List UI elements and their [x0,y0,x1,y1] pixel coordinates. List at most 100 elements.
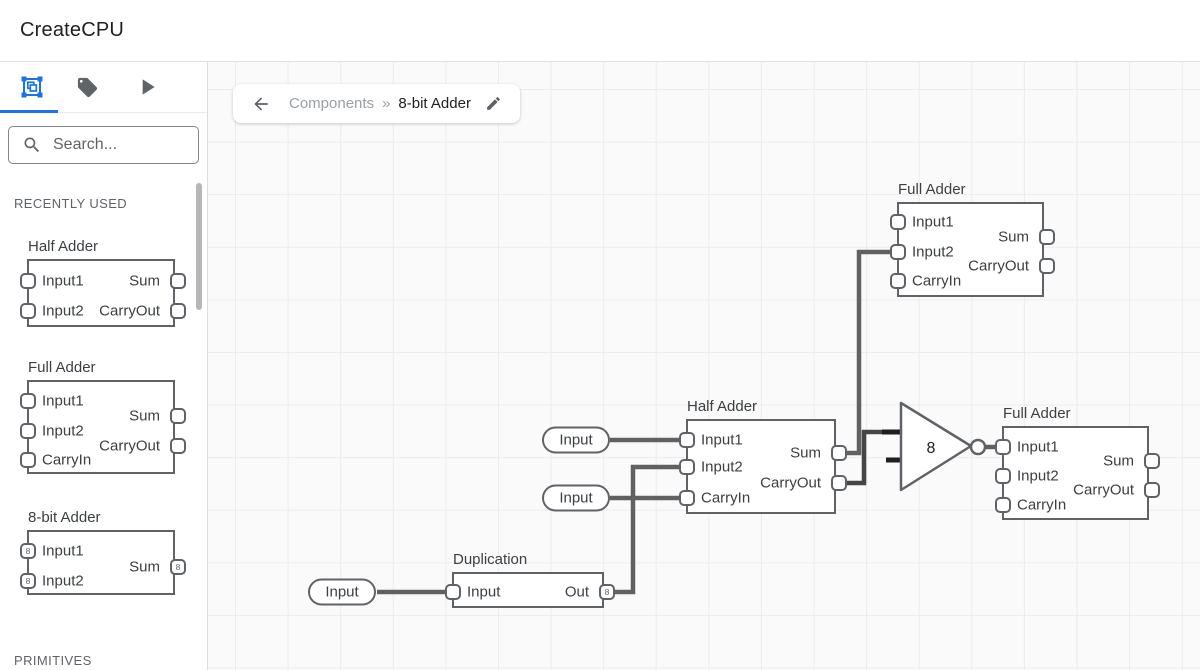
input-port-input2[interactable] [995,468,1011,484]
port-bit-width: 8 [25,545,31,556]
port-label: Input1 [701,431,743,449]
output-port-sum[interactable] [1039,229,1055,245]
port-bit-width: 8 [175,561,181,572]
port-label: Out [564,583,589,601]
input-port-input1[interactable] [995,439,1011,455]
output-port-carryout[interactable] [170,303,186,319]
input-port-input[interactable] [445,584,461,600]
output-port-sum[interactable] [1144,453,1160,469]
port-label: CarryOut [968,257,1029,275]
port-label: Sum [129,558,160,576]
input-port-input2[interactable] [890,244,906,260]
play-icon [142,79,155,95]
app-title: CreateCPU [20,19,125,41]
output-port-carryout[interactable] [1039,258,1055,274]
component-title: Full Adder [28,359,96,376]
tab-tags[interactable] [58,62,116,112]
search-input[interactable] [53,136,183,154]
input-port-carryin[interactable] [995,497,1011,513]
bus-gate-triangle[interactable] [899,401,973,492]
tab-run[interactable] [118,62,176,112]
wire[interactable] [611,464,686,595]
port-label: Input1 [42,392,84,410]
port-label: Input2 [42,302,84,320]
input-port-input2[interactable] [20,423,36,439]
breadcrumb-separator: » [382,95,391,112]
port-label: Input2 [42,422,84,440]
port-label: CarryOut [760,474,821,492]
input-port-carryin[interactable] [20,452,36,468]
port-label: Input2 [912,243,954,261]
input-port-input2[interactable] [679,459,695,475]
port-bit-width: 8 [604,586,610,597]
port-label: Input1 [42,272,84,290]
gate-output-bubble[interactable] [969,438,987,456]
port-label: Sum [129,407,160,425]
input-port-input2[interactable]: 8 [20,573,36,589]
input-port-input1[interactable] [679,432,695,448]
gate-bit-width-label: 8 [927,440,936,457]
edit-name-button[interactable] [483,93,504,114]
port-label: CarryIn [701,489,751,507]
tab-components[interactable] [3,62,61,112]
wire[interactable] [840,429,886,486]
arrow-left-icon [254,96,268,111]
input-port-carryin[interactable] [679,490,695,506]
search-icon [24,137,40,153]
port-label: CarryOut [99,302,160,320]
input-pill[interactable]: Input [542,426,610,454]
input-port-input2[interactable] [20,303,36,319]
port-bit-width: 8 [25,575,31,586]
breadcrumb: Components » 8-bit Adder [233,84,520,123]
port-label: Input1 [912,213,954,231]
component-title: Duplication [453,551,528,568]
sidebar-scrollbar[interactable] [196,183,202,310]
back-button[interactable] [249,92,273,116]
port-label: CarryIn [1017,496,1067,514]
input-port-input1[interactable] [890,214,906,230]
component-title: Half Adder [28,238,99,255]
output-port-sum[interactable]: 8 [170,559,186,575]
port-label: CarryOut [1073,481,1134,499]
breadcrumb-current: 8-bit Adder [398,95,471,112]
output-port-sum[interactable] [831,445,847,461]
input-port-carryin[interactable] [890,273,906,289]
tag-icon [77,77,97,97]
input-port-input1[interactable] [20,393,36,409]
component-title: Full Adder [898,181,966,198]
pencil-icon [487,97,500,110]
breadcrumb-parent[interactable]: Components [289,95,375,112]
output-port-carryout[interactable] [831,475,847,491]
port-label: Sum [998,228,1029,246]
components-select-icon [21,76,43,98]
component-title: 8-bit Adder [28,509,101,526]
port-label: Input2 [42,572,84,590]
component-title: Half Adder [687,398,758,415]
section-label: RECENTLY USED [14,196,128,211]
search-box[interactable] [8,126,199,164]
wire[interactable] [840,249,897,456]
input-port-input1[interactable]: 8 [20,543,36,559]
output-port-carryout[interactable] [170,438,186,454]
section-label: PRIMITIVES [14,653,92,668]
port-label: Input2 [1017,467,1059,485]
output-port-out[interactable]: 8 [599,584,615,600]
port-label: Input1 [42,542,84,560]
input-pill[interactable]: Input [542,484,610,512]
output-port-sum[interactable] [170,408,186,424]
active-tab-indicator [0,110,58,113]
output-port-carryout[interactable] [1144,482,1160,498]
input-port-input1[interactable] [20,273,36,289]
component-title: Full Adder [1003,405,1071,422]
input-pill[interactable]: Input [308,578,376,606]
output-port-sum[interactable] [170,273,186,289]
